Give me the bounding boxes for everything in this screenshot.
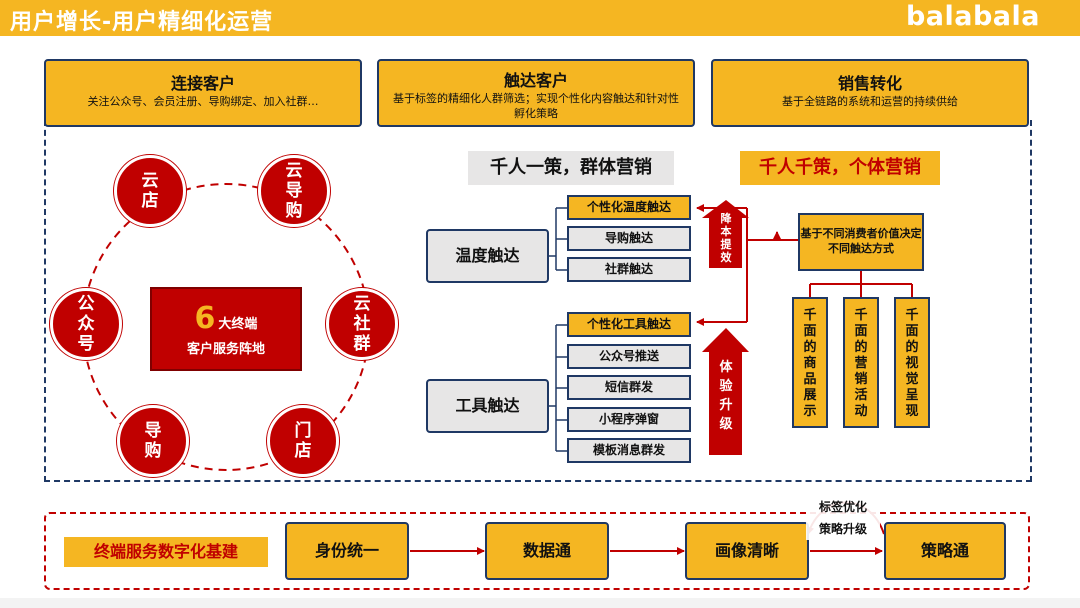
official-account-push: 公众号推送	[567, 344, 691, 369]
tool-reach-box: 工具触达	[426, 379, 549, 433]
decision-connectors	[696, 204, 798, 326]
infrastructure-label: 终端服务数字化基建	[64, 537, 268, 567]
strategy-upgrade-label: 策略升级	[818, 522, 867, 536]
node-guide: 导购	[117, 405, 189, 477]
main-panel-frame	[44, 120, 1032, 482]
tool-reach-bracket	[549, 324, 567, 452]
terminal-caption: 客户服务阵地	[186, 342, 265, 357]
node-cloud-guide: 云导购	[258, 155, 330, 227]
personalized-tool-reach: 个性化工具触达	[567, 312, 691, 337]
group-marketing-banner: 千人一策，群体营销	[468, 151, 674, 185]
infrastructure-frame	[44, 512, 1030, 590]
terminal-count-suffix: 大终端	[218, 317, 258, 332]
cost-arrow-body	[709, 218, 742, 268]
step-clear-profile: 画像清晰	[685, 522, 809, 580]
terminal-count: 6	[194, 301, 216, 336]
strategy-marketing-activity: 千面的营销活动	[843, 297, 879, 428]
node-store: 门店	[267, 405, 339, 477]
step-strategy-connected: 策略通	[884, 522, 1006, 580]
loop-label: 标签优化 策略升级	[806, 496, 880, 540]
header-bar: 用户增长-用户精细化运营 balabala	[0, 0, 1080, 36]
strategy-connectors	[809, 271, 913, 297]
sales-conversion-desc: 基于全链路的系统和运营的持续供给	[782, 95, 958, 108]
value-based-decision-box: 基于不同消费者价值决定不同触达方式	[798, 213, 924, 271]
reach-customer-box: 触达客户 基于标签的精细化人群筛选；实现个性化内容触达和针对性孵化策略	[377, 59, 695, 127]
experience-arrow-body	[709, 352, 742, 455]
six-terminals-box: 6 大终端 客户服务阵地	[150, 287, 302, 371]
cost-efficiency-label: 降本提效	[720, 212, 732, 264]
node-official-account: 公众号	[50, 288, 122, 360]
brand-logo: balabala	[905, 1, 1040, 32]
sales-conversion-title: 销售转化	[837, 74, 902, 93]
personalized-warm-reach: 个性化温度触达	[567, 195, 691, 220]
mini-program-popup: 小程序弹窗	[567, 407, 691, 432]
footer-strip	[0, 598, 1080, 608]
step-data-connected: 数据通	[485, 522, 609, 580]
connect-customer-title: 连接客户	[170, 74, 235, 93]
individual-marketing-banner: 千人千策，个体营销	[740, 151, 940, 185]
sales-conversion-box: 销售转化 基于全链路的系统和运营的持续供给	[711, 59, 1029, 127]
node-cloud-store: 云店	[114, 155, 186, 227]
connect-customer-desc: 关注公众号、会员注册、导购绑定、加入社群…	[87, 95, 319, 108]
connect-customer-box: 连接客户 关注公众号、会员注册、导购绑定、加入社群…	[44, 59, 362, 127]
warm-reach-box: 温度触达	[426, 229, 549, 283]
strategy-visual-presentation: 千面的视觉呈现	[894, 297, 930, 428]
experience-arrow-head	[702, 328, 749, 352]
page-title: 用户增长-用户精细化运营	[10, 10, 274, 35]
reach-customer-desc: 基于标签的精细化人群筛选；实现个性化内容触达和针对性孵化策略	[393, 92, 679, 120]
reach-customer-title: 触达客户	[503, 71, 568, 90]
guide-reach: 导购触达	[567, 226, 691, 251]
template-message-broadcast: 模板消息群发	[567, 438, 691, 463]
step-identity-unification: 身份统一	[285, 522, 409, 580]
warm-reach-bracket	[549, 207, 567, 271]
strategy-product-display: 千面的商品展示	[792, 297, 828, 428]
tag-optimization-label: 标签优化	[818, 500, 867, 514]
node-cloud-community: 云社群	[326, 288, 398, 360]
experience-upgrade-label: 体验升级	[719, 360, 733, 432]
sms-broadcast: 短信群发	[567, 375, 691, 400]
community-reach: 社群触达	[567, 257, 691, 282]
